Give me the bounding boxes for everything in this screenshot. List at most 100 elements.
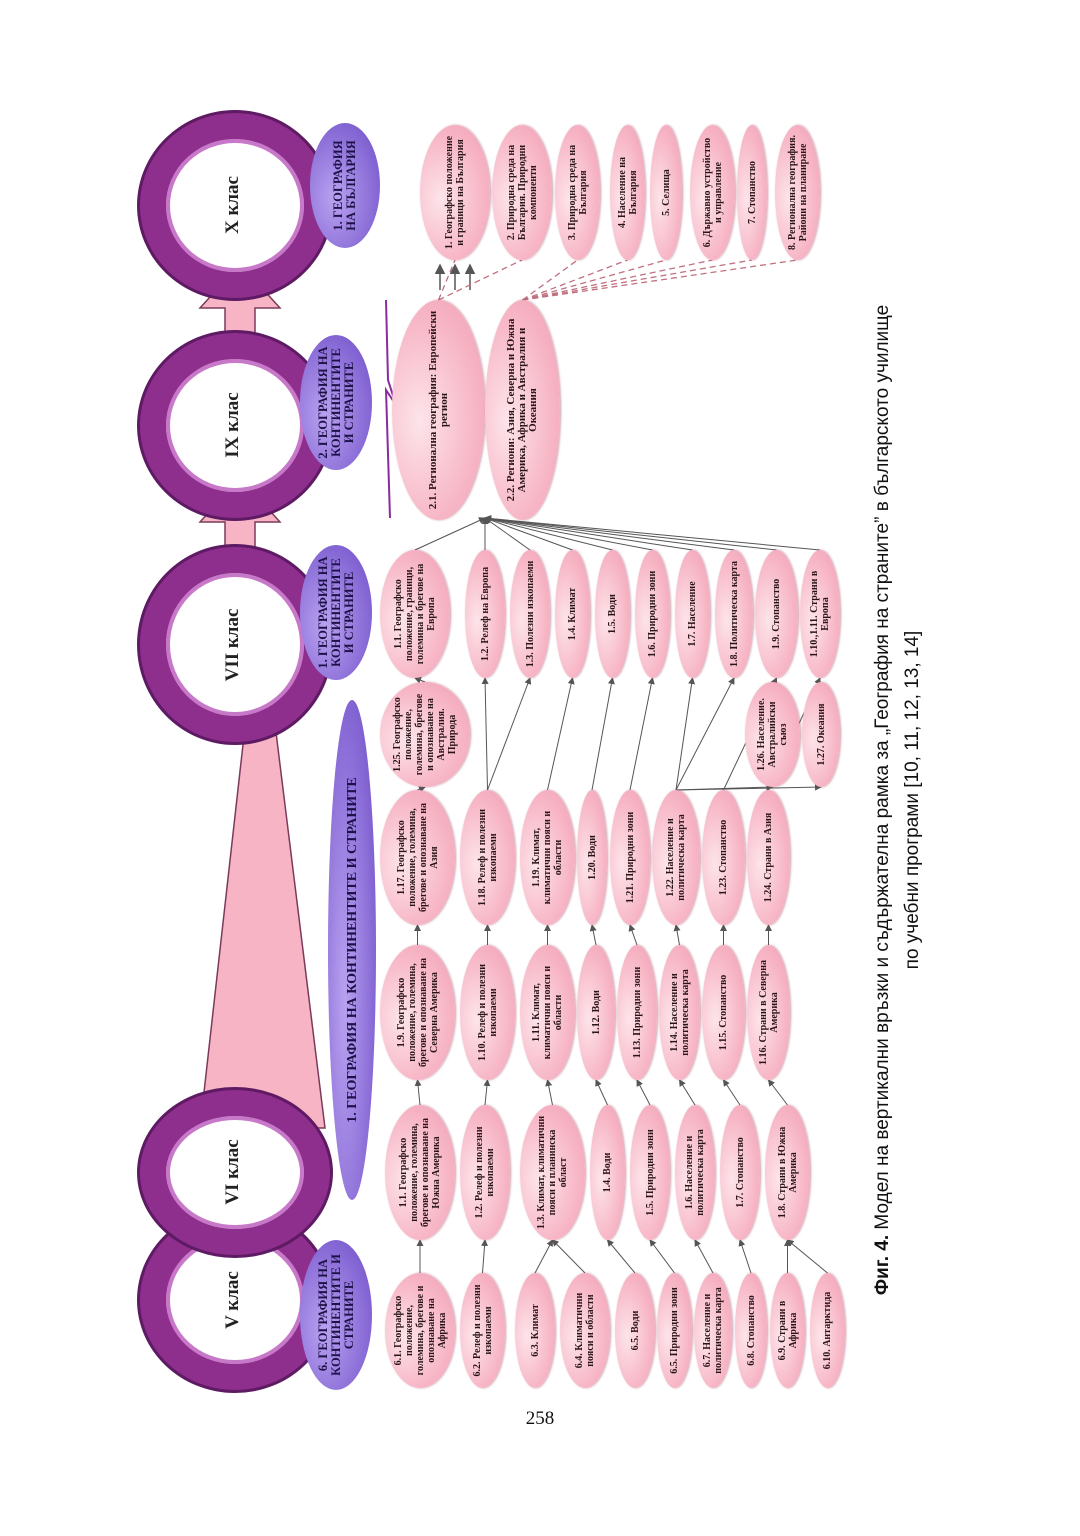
topic-node-vi-b-7: 1.15. Стопанство — [702, 945, 745, 1080]
topic-node-vi-b-2: 1.10. Релеф и полезни изкопаеми — [460, 945, 515, 1080]
topic-node-v-8: 6.8. Стопанство — [735, 1273, 767, 1388]
arrow-link — [487, 677, 532, 791]
topic-node-vi-c-3: 1.19. Климат, климатични пояси и области — [520, 790, 575, 925]
dashed-link — [522, 259, 713, 301]
arrow-link — [786, 1239, 828, 1274]
dashed-link — [437, 259, 456, 301]
topic-node-x-1: 1. Географско положение и граници на Бъл… — [420, 125, 490, 260]
topic-node-vi-4: 1.4. Води — [590, 1105, 625, 1240]
topic-node-vii-3: 1.3. Полезни изкопаеми — [510, 550, 550, 678]
arrow-link — [629, 677, 655, 791]
header-vi-vii: 1. ГЕОГРАФИЯ НА КОНТИНЕНТИТЕ И СТРАНИТЕ — [328, 700, 376, 1200]
topic-node-v-7: 6.7. Население и политическа карта — [694, 1273, 732, 1388]
topic-node-x-3: 3. Природна среда на България — [555, 125, 600, 260]
header-vii: 1. ГЕОГРАФИЯ НА КОНТИНЕНТИТЕ И СТРАНИТЕ — [300, 545, 372, 680]
arrow-link — [547, 677, 575, 791]
topic-node-x-7: 7. Стопанство — [737, 125, 767, 260]
caption-text: Модел на вертикални връзки и съдържателн… — [872, 304, 893, 1235]
topic-node-vii-7: 1.7. Население — [675, 550, 710, 678]
class-label-ix: IX клас — [222, 392, 243, 458]
arrow-link — [414, 1079, 422, 1106]
topic-node-vii-10: 1.10.,1.11. Страни в Европа — [800, 550, 840, 678]
arrow-link — [414, 517, 486, 551]
arrow-link — [484, 515, 821, 551]
topic-node-vi-1: 1.1. Географско положение, големина, бре… — [385, 1105, 455, 1240]
topic-node-v-4: 6.4. Климатични пояси и области — [560, 1273, 610, 1388]
arrow-link — [484, 515, 735, 551]
arrow-link — [484, 515, 653, 551]
topic-node-vi-b-3: 1.11. Климат, климатични пояси и области — [520, 945, 575, 1080]
dashed-link — [522, 259, 798, 301]
arrow-link — [767, 1079, 788, 1106]
header-ix: 2. ГЕОГРАФИЯ НА КОНТИНЕНТИТЕ И СТРАНИТЕ — [300, 335, 372, 470]
arrow-link — [678, 1079, 696, 1106]
topic-node-vii-8: 1.8. Политическа карта — [715, 550, 753, 678]
arrow-link — [675, 677, 696, 791]
arrow-link — [591, 677, 615, 791]
topic-node-vi-b-6: 1.14. Население и политическа карта — [659, 945, 700, 1080]
dashed-link — [522, 259, 667, 301]
topic-node-vi-c-5: 1.21. Природни зони — [610, 790, 650, 925]
topic-node-x-4: 4. Население на България — [610, 125, 645, 260]
topic-node-vi-c-6: 1.22. Население и политическа карта — [652, 790, 700, 925]
topic-node-vii-4: 1.4. Климат — [555, 550, 590, 678]
topic-node-v-1: 6.1. Географско положение, големина, бре… — [385, 1273, 455, 1388]
topic-node-ix-1: 2.1. Регионална география: Европейски ре… — [392, 300, 485, 520]
topic-node-x-8: 8. Регионална география. Райони на плани… — [775, 125, 820, 260]
page-number: 258 — [525, 1408, 555, 1429]
topic-node-x-2: 2. Природна среда на България. Природни … — [492, 125, 552, 260]
arrow-link — [484, 515, 693, 551]
class-label-x: X клас — [222, 176, 243, 235]
topic-node-vi-d-2: 1.26. Население. Австралийски съюз — [745, 682, 800, 787]
topic-node-x-6: 6. Държавно устройство и управление — [690, 125, 735, 260]
arrow-link — [606, 1239, 636, 1274]
up-arrows — [434, 263, 476, 290]
arrow-link — [722, 1079, 741, 1106]
topic-node-vi-b-1: 1.9. Географско положение, големина, бре… — [380, 945, 455, 1080]
arrow-link — [545, 1079, 553, 1106]
topic-node-vii-5: 1.5. Води — [595, 550, 630, 678]
class-label-vi: VI клас — [222, 1139, 243, 1205]
figure-caption: Фиг. 4. Модел на вертикални връзки и съд… — [868, 210, 928, 1390]
header-x: 1. ГЕОГРАФИЯ НА БЪЛГАРИЯ — [310, 123, 380, 248]
topic-node-v-3: 6.3. Климат — [515, 1273, 555, 1388]
arrow-link — [628, 924, 638, 946]
arrow-link — [649, 1239, 675, 1274]
topic-node-vi-b-4: 1.12. Води — [577, 945, 615, 1080]
header-v: 6. ГЕОГРАФИЯ НА КОНТИНЕНТИТЕ И СТРАНИТЕ — [300, 1240, 372, 1390]
topic-node-v-9: 6.9. Страни в Африка — [770, 1273, 805, 1388]
topic-node-vi-8: 1.8. Страни в Южна Америка — [765, 1105, 810, 1240]
topic-node-v-6: 6.5. Природни зони — [657, 1273, 692, 1388]
arrow-link — [484, 516, 613, 551]
topic-node-vi-6: 1.6. Население и политическа карта — [675, 1105, 715, 1240]
arrow-link — [636, 1079, 651, 1106]
diagram: V клас VI клас VII клас IX клас X клас 6… — [140, 110, 940, 1390]
topic-node-vi-b-5: 1.13. Природни зони — [617, 945, 657, 1080]
caption-line-1: Фиг. 4. Модел на вертикални връзки и съд… — [868, 210, 898, 1390]
topic-node-vi-5: 1.5. Природни зони — [630, 1105, 670, 1240]
topic-node-vi-d-3: 1.27. Океания — [802, 682, 840, 787]
arrow-link — [417, 785, 426, 793]
arrow-link — [484, 517, 531, 551]
topic-node-v-5: 6.5. Води — [615, 1273, 655, 1388]
arrow-link — [481, 677, 489, 791]
topic-node-vii-6: 1.6. Природни зони — [635, 550, 670, 678]
arrow-link — [551, 1239, 586, 1274]
arrow-link — [589, 924, 597, 946]
topic-node-vii-1: 1.1. Географско положение, граници, голе… — [380, 550, 450, 678]
dashed-link — [522, 259, 753, 301]
arrow-link — [483, 1079, 491, 1106]
topic-node-vi-c-2: 1.18. Релеф и полезни изкопаеми — [460, 790, 515, 925]
dashed-link — [438, 259, 523, 301]
topic-node-vi-c-4: 1.20. Води — [577, 790, 607, 925]
arrow-link — [673, 924, 681, 946]
dashed-link — [522, 259, 628, 301]
caption-label: Фиг. 4. — [872, 1234, 893, 1296]
topic-node-vi-c-1: 1.17. Географско положение, големина, бр… — [380, 790, 455, 925]
topic-node-vi-d-1: 1.25. Географско положение, големина, бр… — [380, 682, 470, 787]
topic-node-ix-2: 2.2. Региони: Азия, Северна и Южна Амери… — [485, 300, 560, 520]
class-label-vii: VII клас — [222, 608, 243, 682]
topic-node-vi-b-8: 1.16. Страни в Северна Америка — [747, 945, 790, 1080]
arrow-link — [675, 677, 735, 791]
topic-node-v-2: 6.2. Релеф и полезни изкопаеми — [460, 1273, 505, 1388]
